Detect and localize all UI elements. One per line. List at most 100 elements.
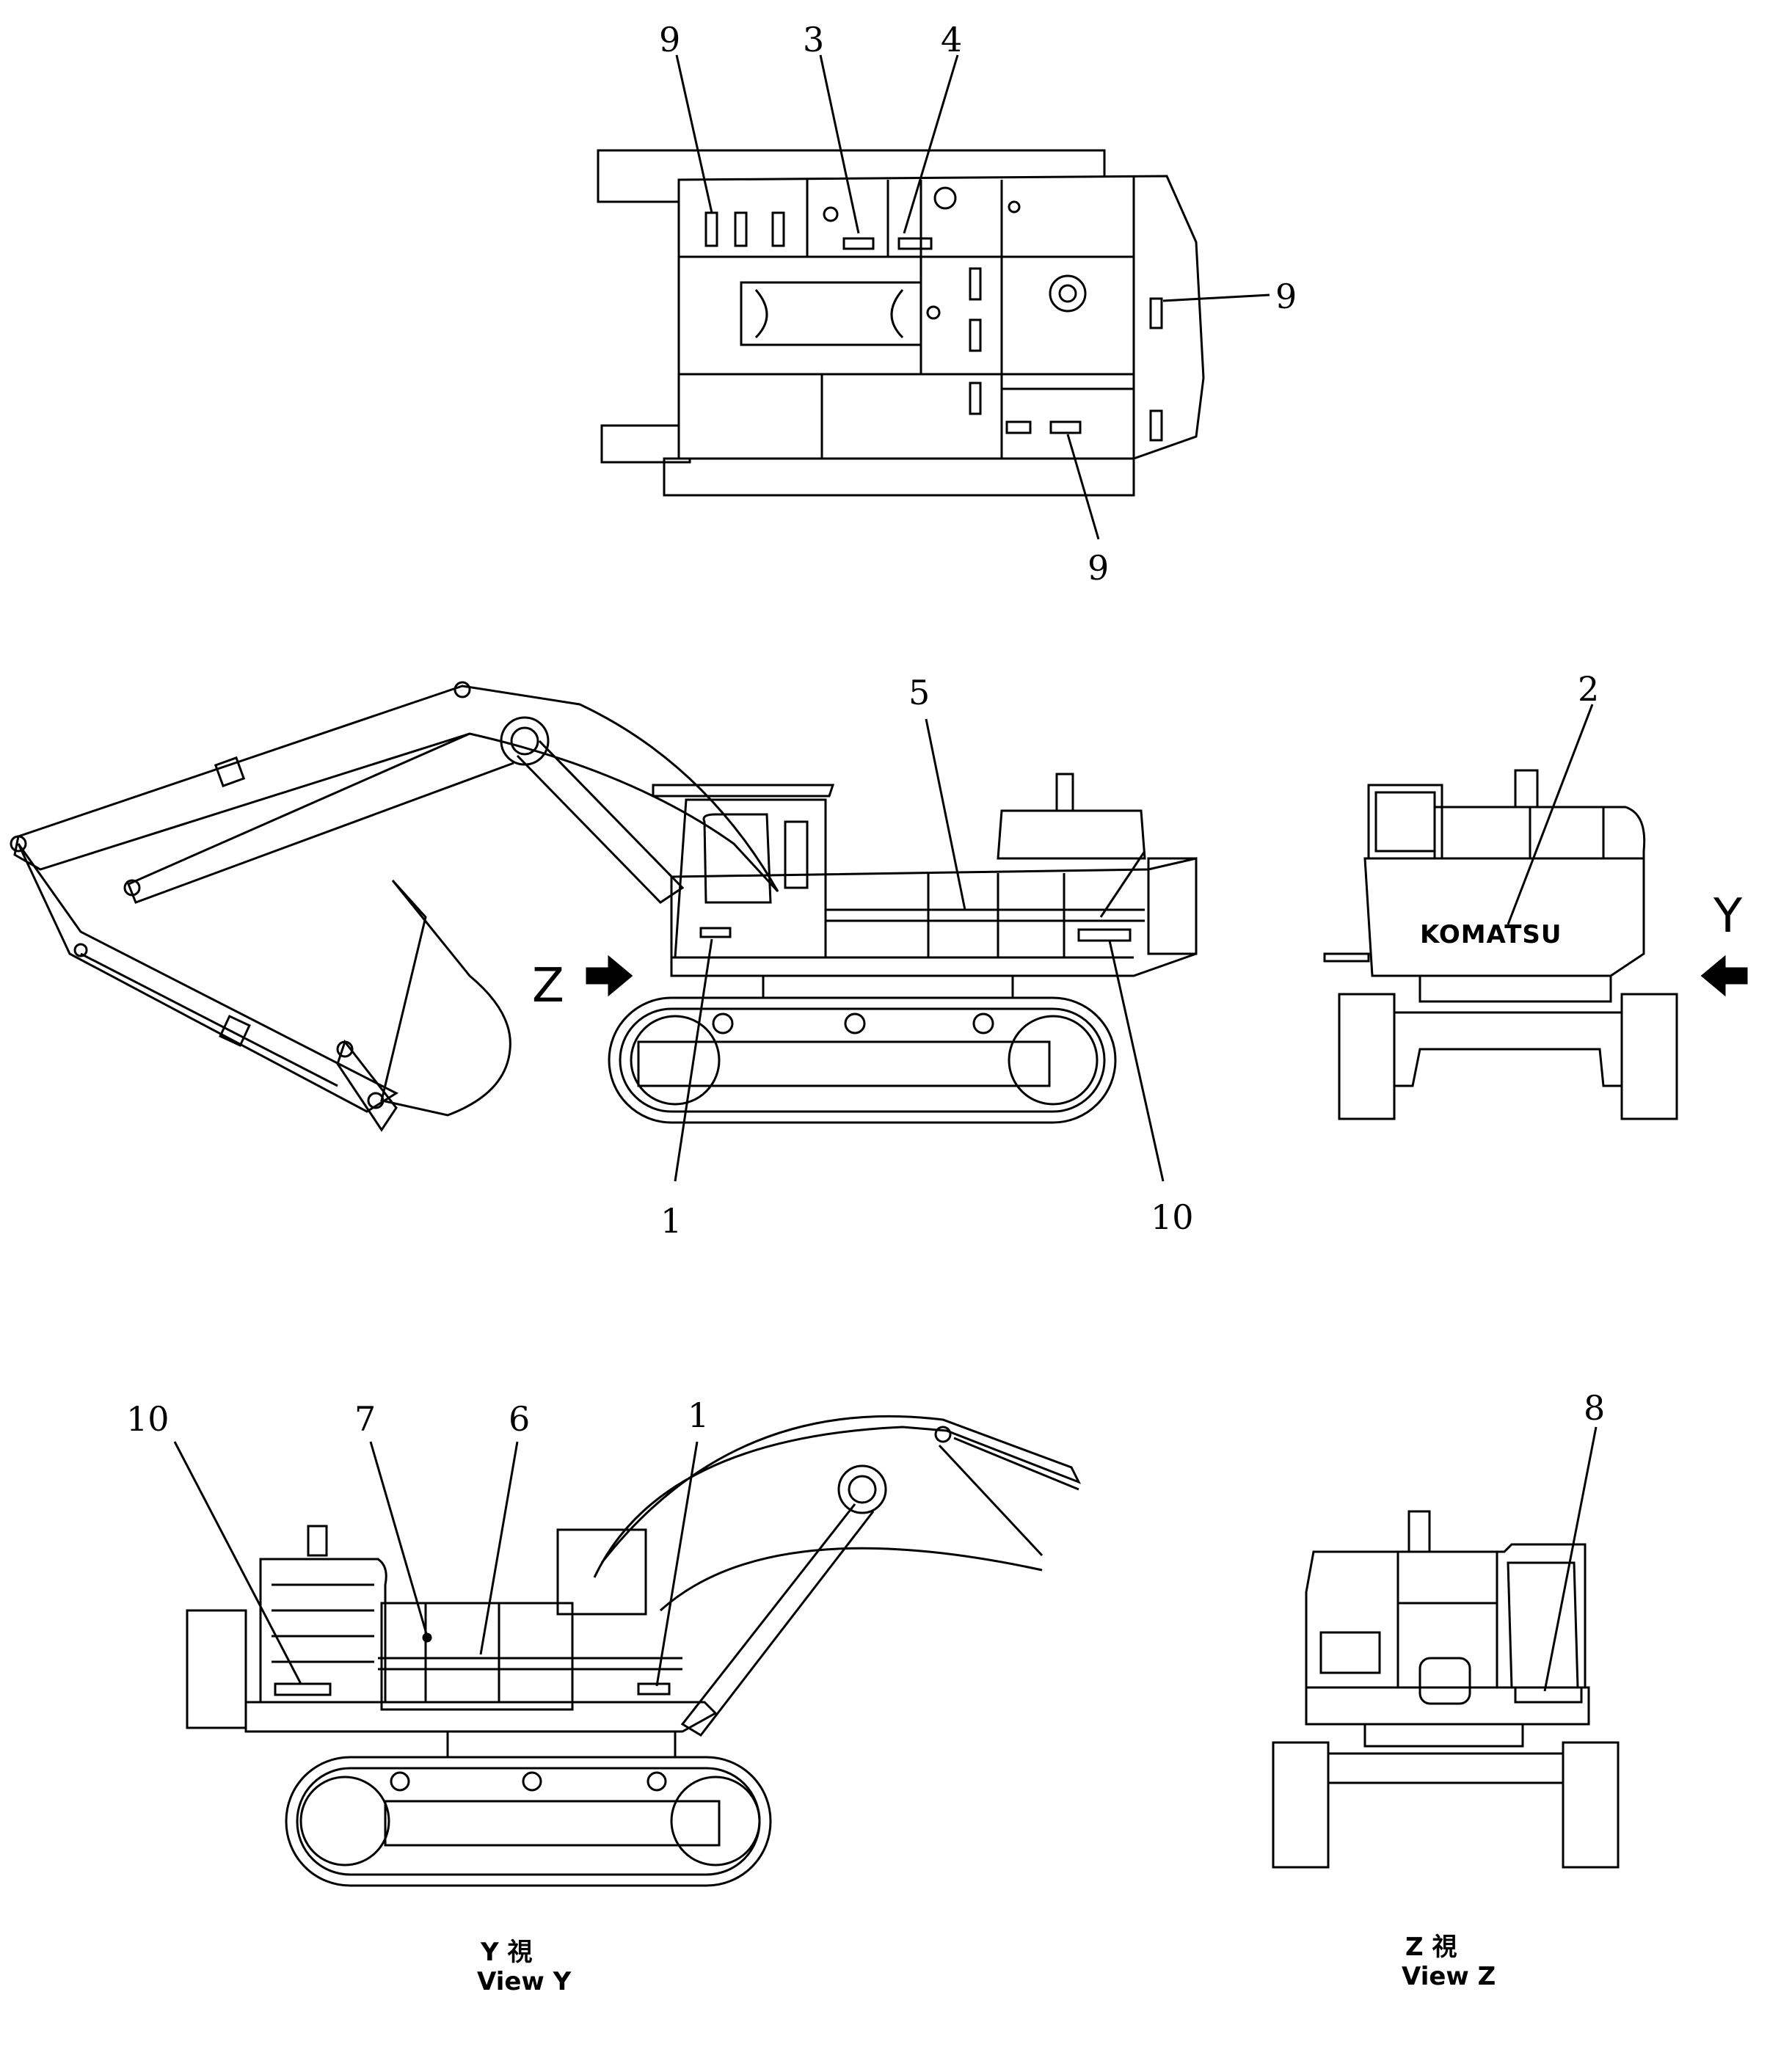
side-cab (674, 798, 827, 959)
callout-9: 9 (1275, 277, 1297, 316)
side-cab-door-window (784, 820, 809, 889)
leader-line (675, 54, 713, 214)
z-track-right (1562, 1741, 1620, 1869)
z-deck (1305, 1686, 1590, 1726)
side-cab-roof (652, 784, 835, 798)
top-hole (823, 206, 839, 222)
side-clamp (214, 756, 246, 788)
y-counterweight (186, 1609, 247, 1729)
top-decal-9-bottom (1049, 420, 1082, 434)
side-roller (712, 1012, 734, 1034)
view-y-arrow-icon (1700, 955, 1748, 997)
callout-1: 1 (660, 1201, 682, 1241)
rear-cab-window (1374, 791, 1436, 853)
rear-step (1323, 952, 1370, 963)
callout-7: 7 (354, 1399, 376, 1439)
leader-line (1066, 434, 1100, 540)
top-hole (933, 186, 957, 210)
side-roller (972, 1012, 994, 1034)
view-y-caption-en: View Y (477, 1967, 572, 1996)
y-pin (934, 1426, 952, 1443)
side-engine-hood (997, 809, 1146, 860)
z-cab-door (1507, 1561, 1579, 1689)
z-carbody (1327, 1752, 1565, 1784)
callout-10: 10 (1151, 1197, 1194, 1237)
leader-line (674, 938, 713, 1182)
side-exhaust (1055, 773, 1074, 812)
leader-line (1507, 704, 1594, 925)
side-boom-cyl-eye-inner (510, 726, 539, 756)
z-track-left (1272, 1741, 1330, 1869)
rear-body (1363, 806, 1646, 977)
side-swing-base (762, 974, 1014, 999)
top-decal (1005, 420, 1032, 434)
leader-line (1108, 940, 1165, 1182)
side-track-inner (619, 1007, 1106, 1113)
top-upper-structure (677, 175, 1205, 460)
top-decal-3 (842, 237, 875, 250)
top-decal (771, 211, 785, 247)
side-pin (73, 943, 88, 957)
komatsu-logo: KOMATSU (1420, 920, 1562, 949)
y-cab (556, 1528, 647, 1616)
view-z-arrow-icon (586, 955, 633, 997)
side-view: 5 1 10 Z (10, 673, 1198, 1241)
rear-exhaust (1514, 769, 1539, 809)
side-pin (336, 1040, 354, 1058)
y-roller (390, 1771, 410, 1792)
z-decal-8 (1514, 1686, 1583, 1704)
side-counterweight (1147, 857, 1198, 955)
side-track-frame (637, 1040, 1051, 1087)
callout-1: 1 (688, 1395, 709, 1435)
z-swing-base (1363, 1723, 1524, 1748)
side-arm (17, 843, 399, 1113)
side-track-outer (608, 996, 1117, 1124)
callout-4: 4 (941, 20, 962, 59)
y-boom-lines (659, 1437, 1079, 1612)
callout-2: 2 (1578, 669, 1599, 709)
y-sprocket (299, 1776, 390, 1867)
top-decal (969, 267, 982, 301)
side-pin (10, 835, 27, 853)
side-clamp (219, 1015, 251, 1047)
z-exhaust (1407, 1510, 1431, 1553)
side-decal-10 (1077, 928, 1132, 942)
view-z-arrow-label: Z (532, 959, 564, 1013)
rear-cab (1367, 784, 1443, 860)
top-decal-9-right (1149, 297, 1163, 329)
side-roller (844, 1012, 866, 1034)
side-arm-cyl (80, 952, 338, 1087)
rear-track-right (1620, 993, 1678, 1120)
y-decal-1 (637, 1682, 671, 1696)
leader-line (903, 54, 959, 234)
y-deck (244, 1701, 718, 1733)
y-track-frame (384, 1800, 721, 1847)
top-decal (969, 318, 982, 352)
view-y-caption-jp: Y 視 (480, 1938, 532, 1967)
top-decal (734, 211, 748, 247)
side-boom (13, 685, 779, 893)
side-boom-lower (127, 732, 514, 904)
callout-8: 8 (1584, 1388, 1605, 1428)
top-bottom-rail (663, 457, 1135, 497)
top-swing-circle (1049, 274, 1087, 313)
top-hole (926, 305, 941, 320)
y-boom-cyl (680, 1503, 875, 1737)
view-z: 8 Z 視 View Z (1272, 1388, 1620, 1991)
y-roller (522, 1771, 542, 1792)
callout-10: 10 (126, 1399, 170, 1439)
side-boom-cyl (516, 740, 685, 904)
rear-track-left (1338, 993, 1396, 1120)
leader-line (925, 718, 966, 911)
side-cab-window (702, 813, 772, 904)
y-swing-base (446, 1730, 677, 1759)
side-pin (123, 879, 141, 897)
view-z-caption-jp: Z 視 (1405, 1933, 1457, 1962)
side-sprocket (1008, 1015, 1099, 1106)
side-bucket-link (336, 1039, 398, 1132)
rear-swing-base (1418, 974, 1612, 1003)
leader-line (1162, 293, 1270, 302)
leader-line (479, 1441, 519, 1655)
view-y-arrow-label: Y (1713, 889, 1743, 944)
z-body (1305, 1543, 1587, 1689)
